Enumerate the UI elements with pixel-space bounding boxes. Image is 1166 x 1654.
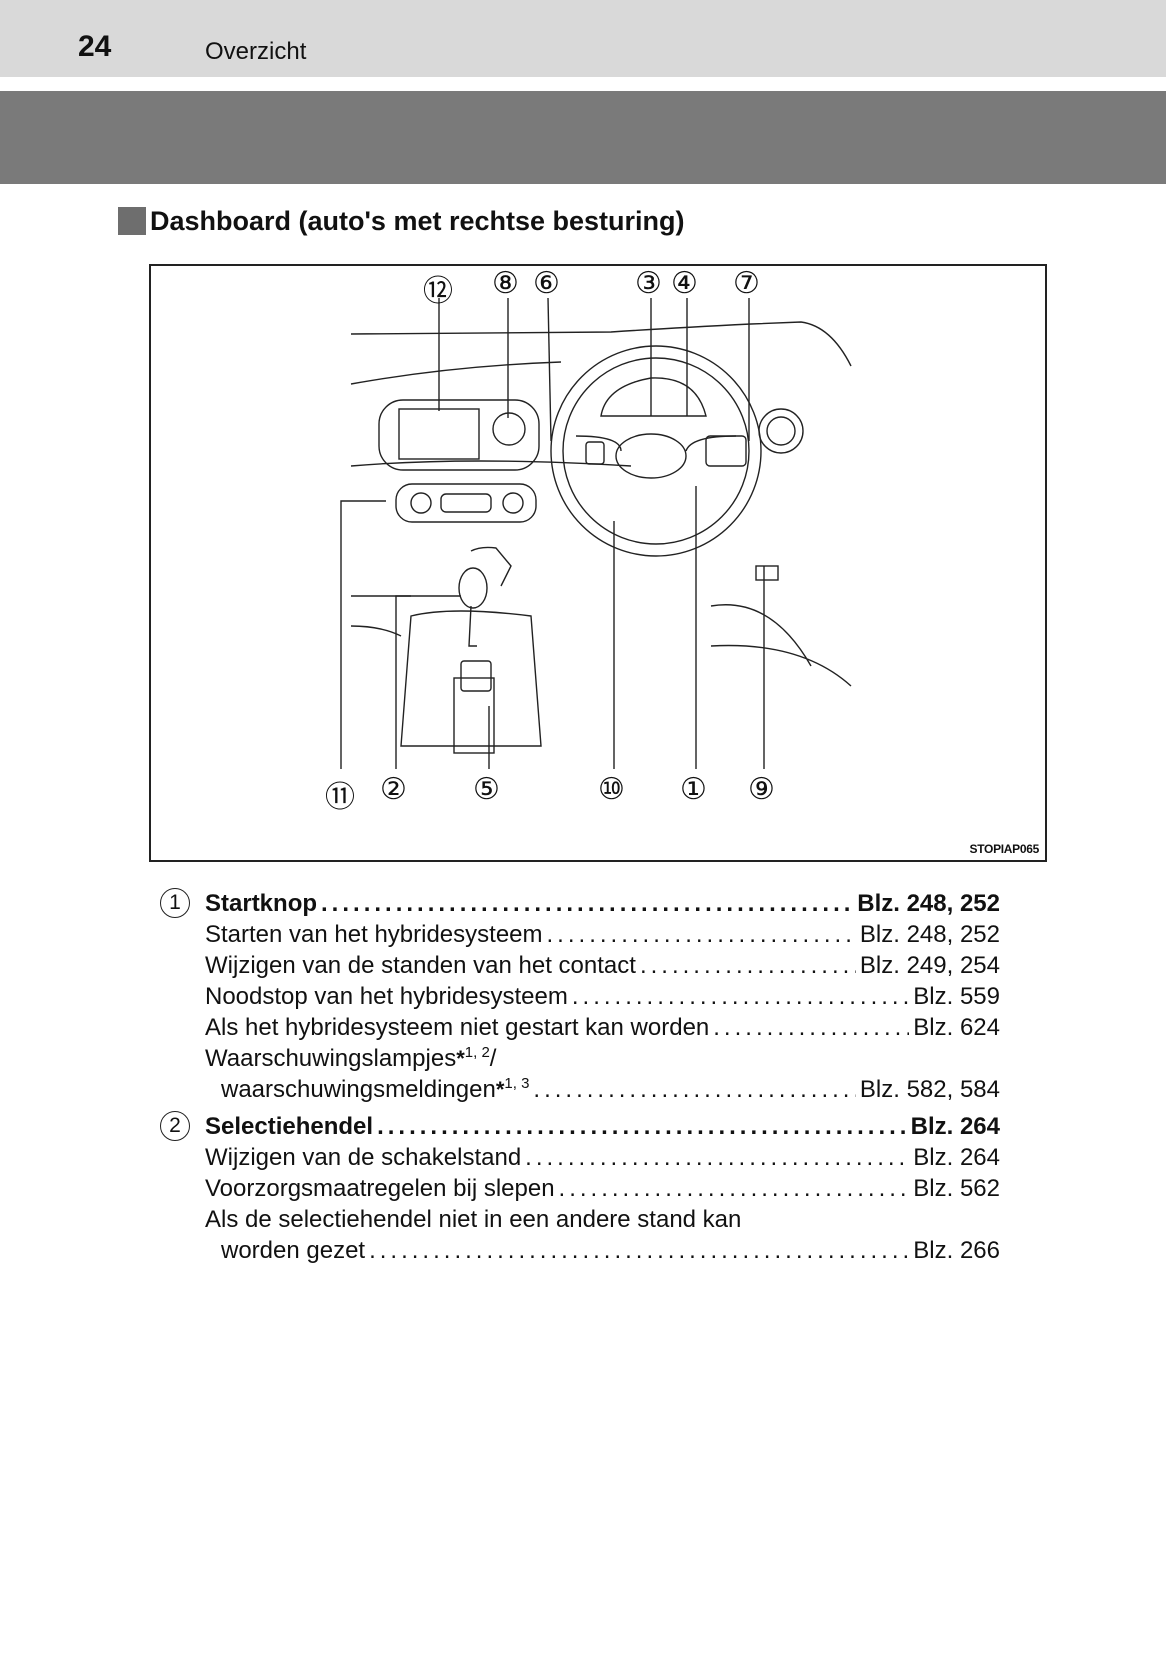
callout-11: ⑪ [325,781,355,814]
callout-1: ① [680,773,707,806]
list-item-wrap-line1: Als de selectiehendel niet in een andere… [205,1206,742,1233]
list-item-wrap-line2: worden gezet ...........................… [221,1237,1000,1264]
display-housing [378,399,540,471]
callout-3: ③ [635,267,662,300]
fuel-door-opener [755,565,779,581]
heading-text: Dashboard (auto's met rechtse besturing) [150,205,685,236]
entry-title-row: Selectiehendel .........................… [205,1113,1000,1140]
entry-startknop: 1 Startknop ............................… [160,888,1000,1105]
list-item: Als het hybridesysteem niet gestart kan … [205,1014,1000,1041]
section-heading: Dashboard (auto's met rechtse besturing) [118,206,685,236]
list-item-warning-line1: Waarschuwingslampjes*1, 2/ [205,1044,497,1072]
entry-list: 1 Startknop ............................… [160,888,1000,1272]
list-item: Voorzorgsmaatregelen bij slepen ........… [205,1175,1000,1202]
list-item: Starten van het hybridesysteem .........… [205,921,1000,948]
callout-7: ⑦ [733,267,760,300]
callout-9: ⑨ [748,773,775,806]
parking-brake [453,677,495,754]
marker-2: 2 [160,1111,190,1141]
callout-12: ⑫ [423,275,453,308]
figure-code: STOPIAP065 [969,842,1040,856]
header-bar: 24 Overzicht [0,0,1166,77]
section-title: Overzicht [205,38,307,65]
entry-pages: Blz. 248, 252 [857,890,1000,917]
chapter-band [0,91,1166,184]
callout-6: ⑥ [533,267,560,300]
callout-4: ④ [671,267,698,300]
selector-lever [458,567,488,609]
climate-panel [395,483,537,523]
list-item: Wijzigen van de standen van het contact … [205,952,1000,979]
page-number: 24 [78,30,112,63]
marker-1: 1 [160,888,190,918]
entry-title: Startknop [205,890,318,917]
list-item: Noodstop van het hybridesysteem ........… [205,983,1000,1010]
list-item-warning-line2: waarschuwingsmeldingen*1, 3 ............… [221,1075,1000,1103]
entry-pages: Blz. 264 [910,1113,1000,1140]
dashboard-figure: ⑫ ⑧ ⑥ ③ ④ ⑦ ⑪ ② ⑤ ⑩ ① ⑨ STOPIAP065 [149,264,1047,862]
entry-title: Selectiehendel [205,1113,374,1140]
heading-square-icon [118,207,146,235]
hazard-switch [492,412,526,446]
entry-title-row: Startknop ..............................… [205,890,1000,917]
dashboard-illustration [340,297,852,769]
callout-10: ⑩ [598,773,625,806]
side-vent [758,408,804,454]
steering-wheel [550,345,762,557]
callout-2: ② [380,773,407,806]
horn-pad [615,433,687,479]
callout-5: ⑤ [473,773,500,806]
callout-8: ⑧ [492,267,519,300]
entry-selectiehendel: 2 Selectiehendel .......................… [160,1111,1000,1266]
list-item: Wijzigen van de schakelstand ...........… [205,1144,1000,1171]
